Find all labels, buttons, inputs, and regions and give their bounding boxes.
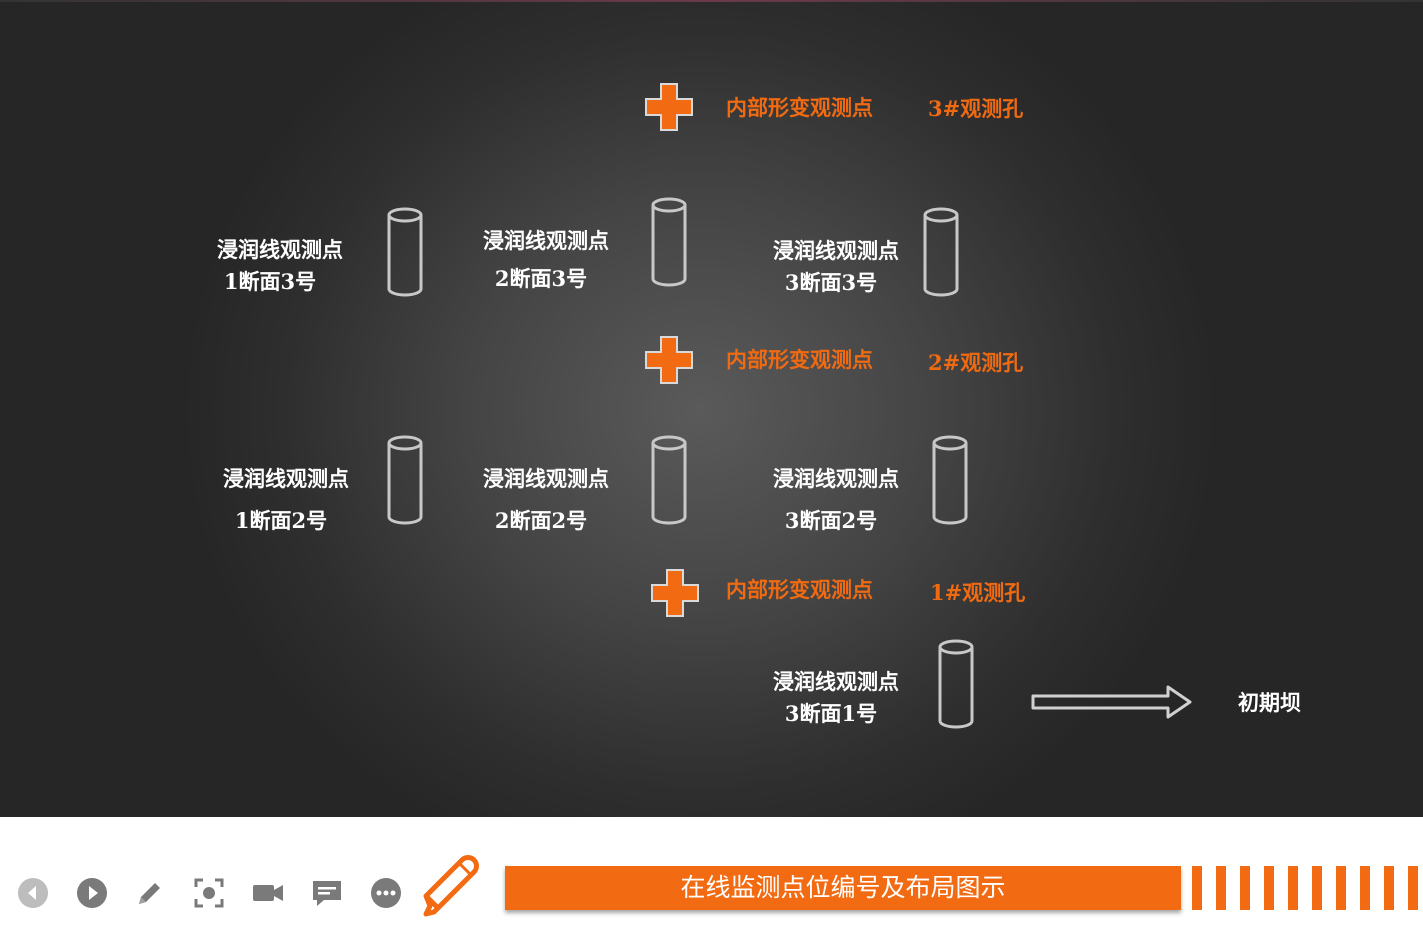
cylinder-icon bbox=[938, 639, 974, 729]
decorative-stripes bbox=[1192, 866, 1418, 910]
screenshot-icon[interactable] bbox=[192, 876, 226, 910]
cylinder-icon bbox=[923, 207, 959, 297]
diagram-canvas: 内部形变观测点 3#观测孔 内部形变观测点 2#观测孔 内部形变观测点 1#观测… bbox=[0, 0, 1423, 817]
seepage-point-label: 浸润线观测点 1断面2号 bbox=[223, 466, 349, 533]
comment-icon[interactable] bbox=[310, 876, 344, 910]
cross-icon bbox=[651, 569, 699, 617]
seepage-point-label: 浸润线观测点 2断面2号 bbox=[483, 466, 609, 533]
cross-icon bbox=[645, 83, 693, 131]
play-icon[interactable] bbox=[75, 876, 109, 910]
dam-label: 初期坝 bbox=[1238, 690, 1301, 715]
seepage-point-label: 浸润线观测点 3断面1号 bbox=[773, 669, 899, 726]
prev-icon[interactable] bbox=[16, 876, 50, 910]
seepage-point-label: 浸润线观测点 3断面3号 bbox=[773, 238, 899, 295]
camera-icon[interactable] bbox=[251, 876, 285, 910]
cylinder-icon bbox=[651, 435, 687, 525]
observation-hole-3: 3#观测孔 bbox=[928, 96, 1024, 121]
deformation-label-2: 内部形变观测点 bbox=[726, 347, 873, 372]
banner-title: 在线监测点位编号及布局图示 bbox=[680, 873, 1006, 902]
arrow-right-icon bbox=[1031, 685, 1192, 719]
seepage-point-label: 浸润线观测点 1断面3号 bbox=[217, 237, 343, 294]
top-divider bbox=[0, 0, 1423, 2]
highlighter-pen-icon[interactable] bbox=[420, 852, 486, 918]
cylinder-icon bbox=[932, 435, 968, 525]
deformation-label-3: 内部形变观测点 bbox=[726, 95, 873, 120]
observation-hole-2: 2#观测孔 bbox=[928, 350, 1024, 375]
observation-hole-1: 1#观测孔 bbox=[930, 580, 1026, 605]
deformation-label-1: 内部形变观测点 bbox=[726, 577, 873, 602]
seepage-point-label: 浸润线观测点 3断面2号 bbox=[773, 466, 899, 533]
cylinder-icon bbox=[387, 207, 423, 297]
pen-icon[interactable] bbox=[133, 876, 167, 910]
cylinder-icon bbox=[387, 435, 423, 525]
title-banner: 在线监测点位编号及布局图示 bbox=[505, 866, 1181, 910]
more-icon[interactable] bbox=[369, 876, 403, 910]
seepage-point-label: 浸润线观测点 2断面3号 bbox=[483, 228, 609, 291]
cylinder-icon bbox=[651, 197, 687, 287]
cross-icon bbox=[645, 336, 693, 384]
